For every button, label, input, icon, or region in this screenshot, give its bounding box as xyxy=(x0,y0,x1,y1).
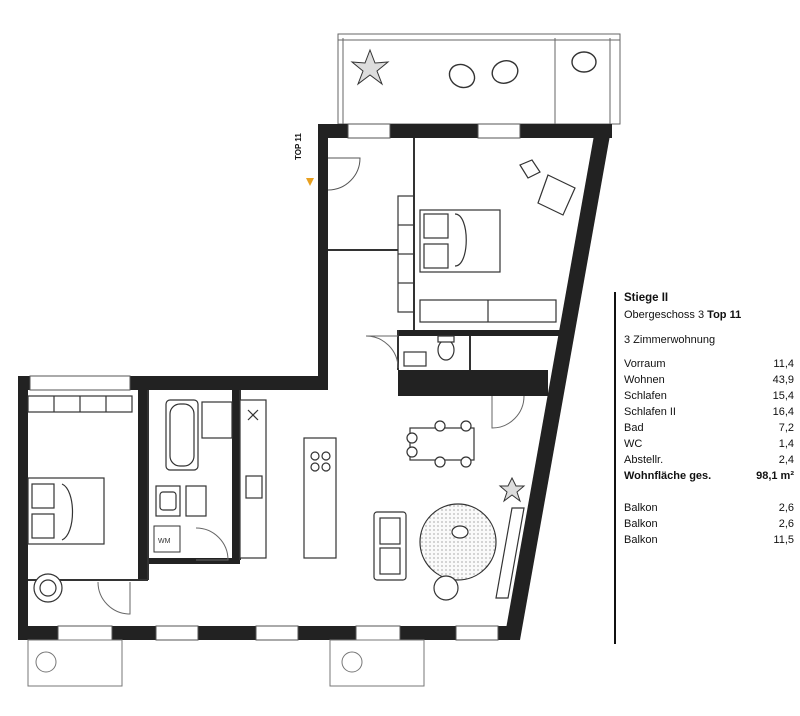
room-row: WC 1,4 xyxy=(624,438,794,452)
room-name: WC xyxy=(624,438,643,450)
room-area: 2,4 xyxy=(778,454,794,466)
floor-label: Obergeschoss 3 xyxy=(624,309,705,321)
balcony-area: 2,6 xyxy=(778,518,794,530)
washer-label: WM xyxy=(158,538,171,545)
washbasin-icon xyxy=(155,401,233,517)
plant-icon xyxy=(498,476,526,503)
total-row: Wohnfläche ges. 98,1 m² xyxy=(624,470,794,484)
total-area: 98,1 m² xyxy=(756,470,794,482)
floor-subtitle: Obergeschoss 3 Top 11 xyxy=(624,309,741,321)
windows-south xyxy=(57,625,499,641)
bed-icon xyxy=(419,209,501,273)
balcony-area: 11,5 xyxy=(773,534,794,546)
room-row: Wohnen 43,9 xyxy=(624,374,794,388)
bathtub-icon xyxy=(165,399,199,471)
room-row: Schlafen 15,4 xyxy=(624,390,794,404)
wardrobe xyxy=(397,195,557,323)
room-area: 15,4 xyxy=(772,390,794,402)
bed-icon xyxy=(27,477,105,545)
total-name: Wohnfläche ges. xyxy=(624,470,712,482)
armchair-icon xyxy=(433,575,459,601)
balcony-area: 2,6 xyxy=(778,502,794,514)
windows-north xyxy=(29,123,521,391)
room-name: Abstellr. xyxy=(624,454,664,466)
kitchen-counter xyxy=(239,399,337,559)
balcony-row: Balkon 11,5 xyxy=(624,534,794,548)
balcony-south-1 xyxy=(27,639,123,687)
room-area: 16,4 xyxy=(772,406,794,418)
apartment-type: 3 Zimmerwohnung xyxy=(624,334,716,346)
room-area: 43,9 xyxy=(772,374,794,386)
unit-label: Top 11 xyxy=(707,309,742,321)
tv-sideboard xyxy=(495,507,525,599)
balcony-name: Balkon xyxy=(624,502,658,514)
room-row: Schlafen II 16,4 xyxy=(624,406,794,420)
wardrobe xyxy=(27,395,133,413)
room-name: Schlafen xyxy=(624,390,667,402)
toilet-icon xyxy=(403,335,455,367)
room-area: 1,4 xyxy=(778,438,794,450)
room-area: 7,2 xyxy=(778,422,794,434)
stair-title: Stiege II xyxy=(624,292,669,304)
sofa-icon xyxy=(373,511,407,581)
room-name: Vorraum xyxy=(624,358,666,370)
entrance-arrow-icon xyxy=(306,178,314,186)
room-name: Schlafen II xyxy=(624,406,676,418)
chair-icon xyxy=(33,573,63,603)
room-row: Bad 7,2 xyxy=(624,422,794,436)
room-name: Bad xyxy=(624,422,644,434)
dining-table-icon xyxy=(406,420,475,468)
room-row: Abstellr. 2,4 xyxy=(624,454,794,468)
armchair-icon xyxy=(519,159,576,216)
room-row: Vorraum 11,4 xyxy=(624,358,794,372)
door-swings xyxy=(97,335,525,615)
lounge-chair-icon xyxy=(448,51,597,89)
washing-machine: WM xyxy=(153,525,181,553)
entrance-door xyxy=(327,157,361,191)
rug-icon xyxy=(419,503,497,581)
room-name: Wohnen xyxy=(624,374,665,386)
unit-info-panel: Stiege II Obergeschoss 3 Top 11 3 Zimmer… xyxy=(614,292,800,644)
balcony-row: Balkon 2,6 xyxy=(624,502,794,516)
balcony-row: Balkon 2,6 xyxy=(624,518,794,532)
balcony-name: Balkon xyxy=(624,534,658,546)
balcony-south-2 xyxy=(329,639,425,687)
room-area: 11,4 xyxy=(773,358,794,370)
balcony-name: Balkon xyxy=(624,518,658,530)
entrance-label: TOP 11 xyxy=(294,133,303,160)
plant-icon xyxy=(350,48,390,86)
